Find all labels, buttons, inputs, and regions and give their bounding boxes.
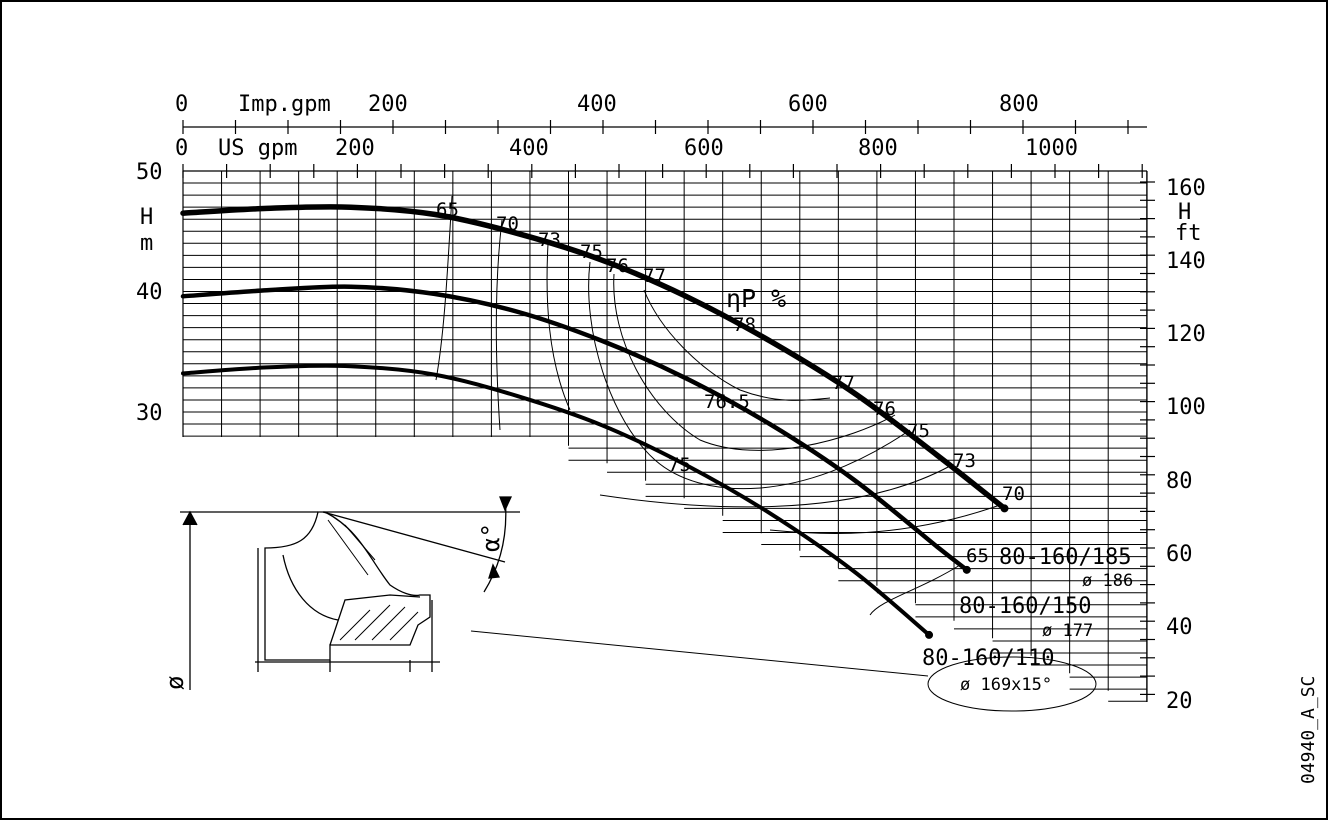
us-gpm-tick-400: 400 [509,136,549,161]
eff-line-76 [613,273,896,451]
drawing-code: 04940_A_SC [1298,676,1319,784]
eff-line-65-right [869,564,961,616]
curve-end-point [1000,504,1009,513]
y-left-tick-30: 30 [136,401,163,426]
model-labels: 80-160/185 ø 186 80-160/150 ø 177 80-160… [470,545,1133,712]
eff-line-73-right [599,465,951,508]
y-right-tick-40: 40 [1166,615,1193,640]
y-right-tick-140: 140 [1166,249,1206,274]
sketch-angle-line [322,511,506,563]
us-gpm-tick-1000: 1000 [1025,136,1078,161]
y-right-tick-120: 120 [1166,322,1206,347]
eff-line-77 [643,289,831,401]
impeller-hub [329,594,421,646]
model-label-150: 80-160/150 [959,594,1091,619]
y-right-tick-100: 100 [1166,395,1206,420]
imp-gpm-tick-600: 600 [788,92,828,117]
curve-end-point [962,565,971,574]
diameter-symbol: ø [161,676,189,690]
curve-end-point [925,630,934,639]
imp-gpm-tick-0: 0 [175,92,188,117]
eff-label-70: 70 [496,213,519,235]
angle-arrow-top [499,496,513,512]
eff-label-75: 75 [580,241,603,263]
diameter-label-177: ø 177 [1042,621,1093,641]
eff-label-70-right: 70 [1002,483,1025,505]
diameter-arrow-top [182,510,198,526]
y-right-tick-160: 160 [1166,176,1206,201]
impeller-sketch [180,496,520,690]
us-gpm-label: US gpm [218,136,297,161]
y-right-tick-80: 80 [1166,469,1193,494]
diameter-callout-leader [470,630,929,677]
y-left-label-m: m [140,231,153,256]
imp-gpm-label: Imp.gpm [238,92,331,117]
head-curve-80-160-185 [180,204,1008,512]
imp-gpm-tick-200: 200 [368,92,408,117]
imp-gpm-tick-800: 800 [999,92,1039,117]
imp-gpm-tick-400: 400 [577,92,617,117]
efficiency-labels: 65 70 73 75 76 77 78 ηP % 77 76 75 73 70… [436,199,1025,567]
eff-label-75-right: 75 [907,420,930,442]
eff-label-65-right: 65 [966,545,989,567]
model-label-185: 80-160/185 [999,545,1131,570]
eff-label-75-inner: 75 [668,454,691,476]
eff-label-77-right: 77 [832,372,855,394]
us-gpm-tick-0: 0 [175,136,188,161]
impeller-inner [282,554,339,621]
us-gpm-tick-800: 800 [858,136,898,161]
eff-label-73-right: 73 [953,450,976,472]
diameter-label-169: ø 169x15° [960,675,1052,695]
head-curves [180,204,1009,639]
eff-label-73: 73 [538,229,561,251]
grid [182,170,1148,702]
eff-line-70-right [769,504,1001,535]
axes [182,120,1155,702]
eff-line-65-left [435,195,453,381]
impeller-hatch [327,519,419,641]
y-right-tick-20: 20 [1166,689,1193,714]
y-right-tick-60: 60 [1166,542,1193,567]
eff-label-76: 76 [606,255,629,277]
eff-label-78: 78 [733,314,756,336]
head-curve-80-160-110 [181,363,932,637]
eff-label-77: 77 [643,265,666,287]
y-left-tick-50: 50 [136,160,163,185]
eff-label-76-right: 76 [873,398,896,420]
eff-label-76-5: 76.5 [704,391,750,413]
axis-labels: 0 Imp.gpm 200 400 600 800 0 US gpm 200 4… [136,92,1206,714]
diameter-label-186: ø 186 [1082,571,1133,591]
us-gpm-tick-600: 600 [684,136,724,161]
angle-arrow-bottom [488,563,501,579]
y-right-label-ft: ft [1175,221,1202,246]
eff-line-70-left [495,219,503,431]
diameter-callout-ellipse [927,656,1097,712]
head-curve-80-160-150 [180,284,970,573]
y-left-label-h: H [140,205,153,230]
y-left-tick-40: 40 [136,280,163,305]
y-right-label-h: H [1178,200,1191,225]
impeller-angle-label: α° [477,523,505,552]
eff-label-eta-p: ηP % [726,284,786,313]
eff-line-73-left [546,243,571,411]
us-gpm-tick-200: 200 [335,136,375,161]
eff-label-65: 65 [436,199,459,221]
